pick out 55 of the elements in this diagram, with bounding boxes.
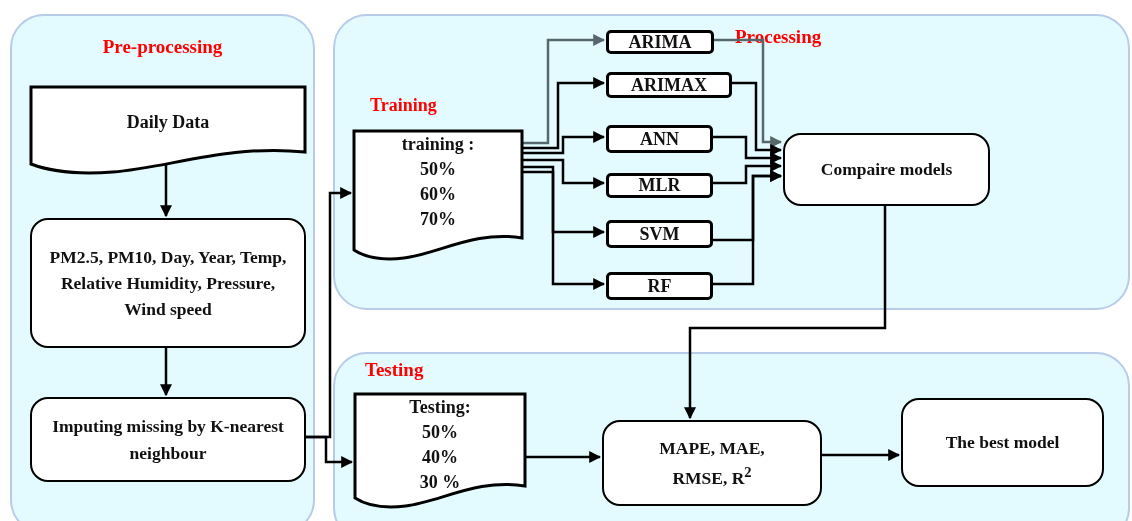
connector-arrow xyxy=(524,451,602,463)
box-text: RF xyxy=(647,274,672,298)
document-text: 40% xyxy=(422,446,458,469)
process-box xyxy=(783,133,990,206)
section-heading: Testing xyxy=(365,359,424,381)
stage-label: Training xyxy=(370,95,437,116)
document-text: 30 % xyxy=(419,471,461,494)
connector-arrow xyxy=(521,131,606,155)
document-text: 60% xyxy=(420,183,456,206)
document-text: Daily Data xyxy=(126,111,210,134)
box-text: SVM xyxy=(639,222,680,246)
connector-arrow xyxy=(521,77,606,150)
box-text: ARIMA xyxy=(628,30,692,54)
connector-arrow xyxy=(820,449,901,461)
box-text: Imputing missing by K-nearest neighbour xyxy=(51,415,285,465)
connector-arrow xyxy=(304,435,354,468)
process-box xyxy=(30,397,306,482)
section-panel xyxy=(333,14,1130,310)
connector-arrow xyxy=(711,170,783,286)
connector-arrow xyxy=(521,165,606,238)
box-text: ANN xyxy=(640,127,679,151)
section-heading: Processing xyxy=(735,26,822,48)
model-box xyxy=(606,72,732,98)
model-box xyxy=(606,272,713,300)
connector-arrow xyxy=(521,34,606,145)
connector-arrow xyxy=(521,170,606,290)
process-box xyxy=(602,420,822,506)
connector-arrow xyxy=(711,135,783,164)
document-text: 50% xyxy=(422,421,458,444)
box-text: MLR xyxy=(638,174,681,197)
connector-arrow xyxy=(160,346,172,397)
connector-arrow xyxy=(712,38,783,148)
process-box xyxy=(901,398,1104,487)
document-text: training : xyxy=(401,133,475,156)
document-text: 50% xyxy=(420,158,456,181)
box-text: MAPE, MAE, RMSE, R$^{2}$ xyxy=(658,437,766,490)
document-text: 70% xyxy=(420,208,456,231)
model-box xyxy=(606,173,713,198)
section-heading: Pre-processing xyxy=(101,36,224,58)
box-text: PM2.5, PM10, Day, Year, Temp, Relative Humidity, Pressure, Wind speed xyxy=(48,245,288,322)
connector-arrow xyxy=(521,158,606,189)
connector-arrow xyxy=(684,204,887,420)
connector-arrow xyxy=(730,81,783,156)
section-panel xyxy=(333,352,1130,521)
model-box xyxy=(606,220,713,248)
document-text: Testing: xyxy=(409,396,471,419)
section-panel xyxy=(10,14,315,521)
process-box xyxy=(30,218,306,348)
connector-arrow xyxy=(160,164,172,218)
connector-arrow xyxy=(711,160,783,185)
box-text: ARIMAX xyxy=(631,73,707,97)
box-text: Compaire models xyxy=(820,158,953,182)
model-box xyxy=(606,30,714,54)
model-box xyxy=(606,125,713,153)
box-text: The best model xyxy=(945,431,1060,455)
